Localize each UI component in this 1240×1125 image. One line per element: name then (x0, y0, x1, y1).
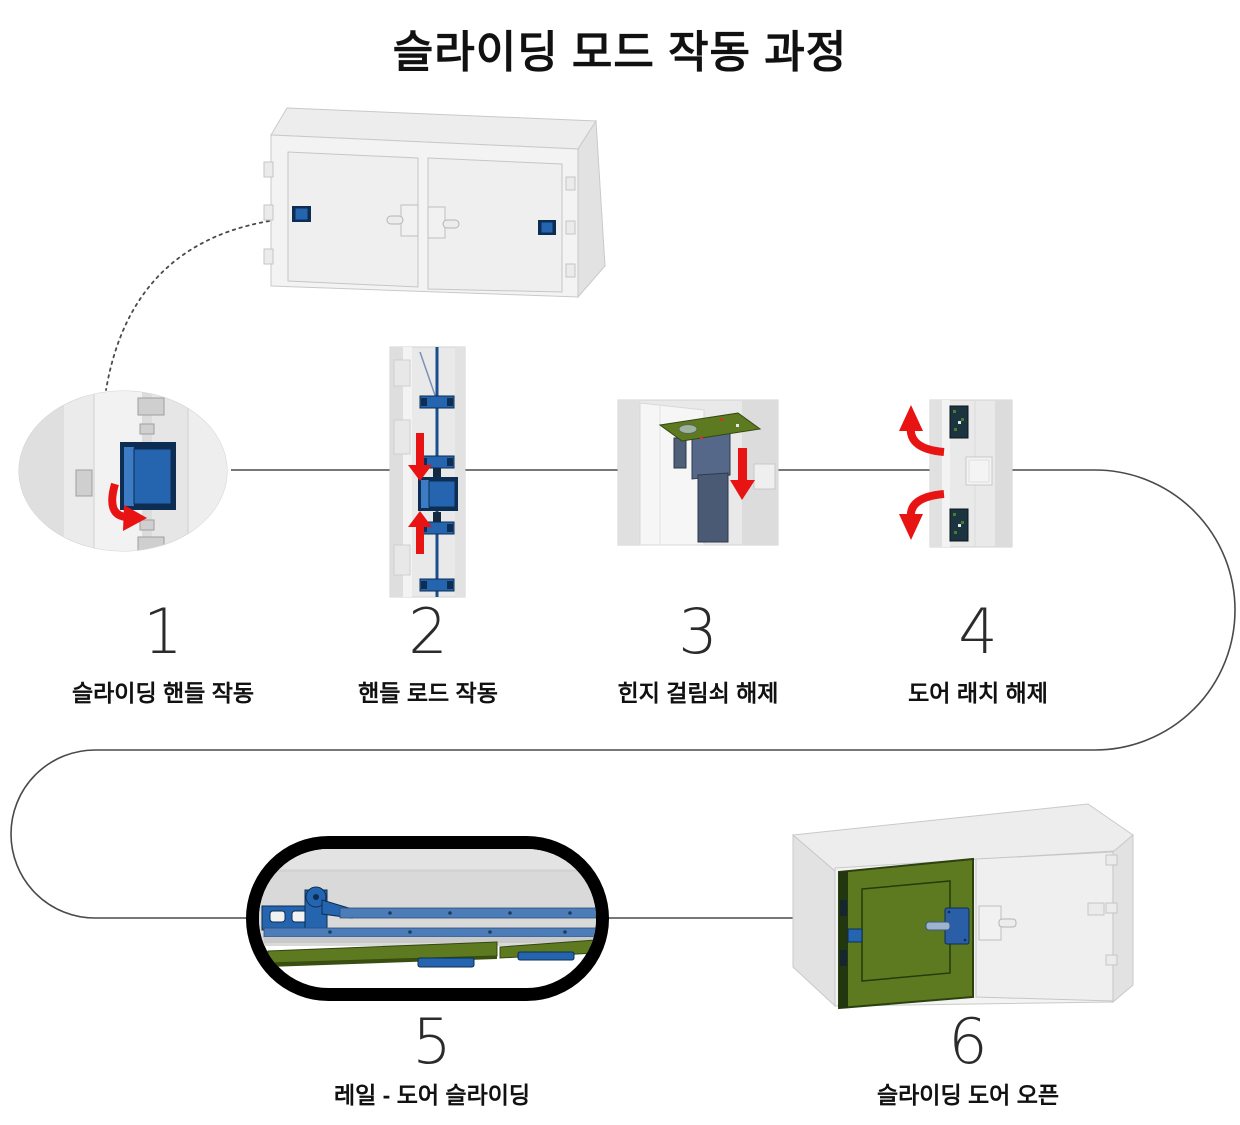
sliding-handle-small (847, 928, 863, 943)
lower-rail (263, 927, 596, 938)
step5-label: 레일 - 도어 슬라이딩 (333, 1082, 531, 1108)
step1-illustration (18, 390, 228, 552)
step1-number: 1 (143, 595, 183, 668)
cabinet-closed-illustration (263, 107, 606, 299)
step1-label: 슬라이딩 핸들 작동 (71, 680, 255, 706)
step4-number: 4 (958, 595, 998, 668)
left-door (287, 151, 419, 288)
rod-bracket (419, 395, 455, 409)
sliding-handle-left (292, 206, 311, 222)
step3-illustration (617, 399, 779, 546)
arrow-down-icon (730, 448, 755, 500)
upper-rail (339, 907, 596, 919)
step2-illustration (389, 346, 466, 598)
step6-label: 슬라이딩 도어 오픈 (876, 1082, 1060, 1108)
sliding-handle-zoom (120, 442, 176, 510)
hinge-latch (658, 412, 762, 543)
center-handle-right (427, 206, 446, 239)
door-latch-bottom (949, 508, 969, 542)
step2-number: 2 (408, 595, 448, 668)
rail-clip (517, 951, 575, 961)
sliding-door-open (838, 857, 974, 1010)
rotate-down-arrow-icon (899, 490, 945, 540)
step4-label: 도어 래치 해제 (908, 680, 1048, 706)
zoom-dotted-curve (105, 218, 284, 391)
step2-label: 핸들 로드 작동 (358, 680, 498, 706)
rotate-up-arrow-icon (899, 405, 945, 456)
step5-number: 5 (412, 1005, 452, 1078)
rail-clip (417, 957, 475, 968)
flow-line (10, 469, 1236, 919)
right-door (427, 157, 563, 293)
page-title: 슬라이딩 모드 작동 과정 (392, 28, 848, 77)
arrow-down-icon (408, 433, 432, 481)
rod-handle (418, 477, 458, 511)
door-handle-plate (925, 907, 970, 945)
rail-bracket (261, 886, 353, 933)
step3-number: 3 (678, 595, 718, 668)
step6-number: 6 (948, 1005, 988, 1078)
door-latch-top (949, 405, 969, 439)
rod-bracket (419, 578, 455, 592)
step5-illustration (246, 836, 609, 1001)
arrow-up-icon (408, 511, 432, 554)
rotate-arrow-icon (108, 482, 147, 531)
center-handle-left (400, 204, 419, 237)
sliding-handle-right (538, 220, 556, 235)
cabinet-open-illustration (791, 803, 1134, 1010)
step3-label: 힌지 걸림쇠 해제 (617, 680, 779, 706)
step4-illustration (899, 399, 1013, 548)
fixed-door (975, 851, 1118, 1002)
